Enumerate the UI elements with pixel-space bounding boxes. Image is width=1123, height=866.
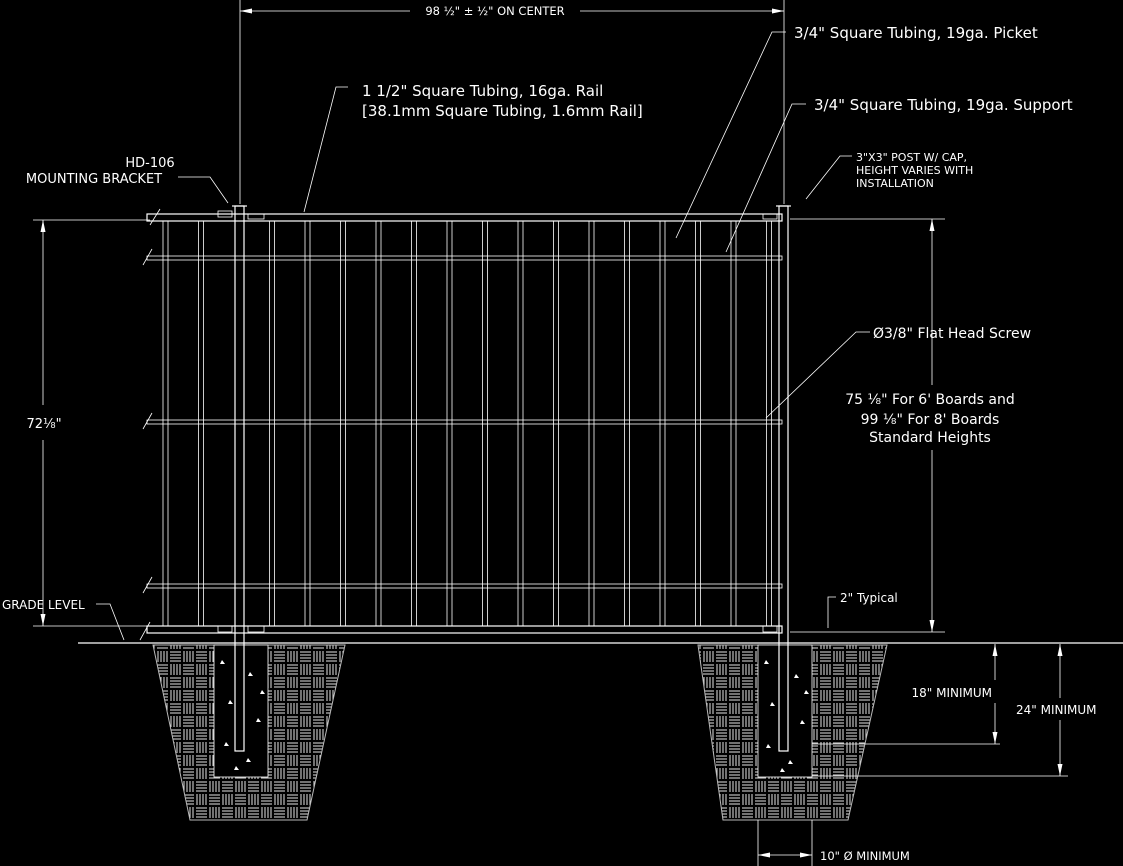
picket (517, 220, 524, 627)
aggregate-speck (804, 690, 809, 694)
picket (695, 220, 701, 627)
min18-label: 18" MINIMUM (911, 686, 992, 700)
picket (411, 220, 417, 627)
dim-on-center-text: 98 ½" ± ½" ON CENTER (425, 4, 564, 18)
height-dim-text: 72⅛" (26, 417, 61, 432)
fence-panel (139, 208, 783, 641)
picket (304, 220, 311, 627)
height-note-line2: 99 ⅛" For 8' Boards (861, 412, 1000, 428)
leader-lines (96, 31, 870, 641)
rail-label-line2: [38.1mm Square Tubing, 1.6mm Rail] (362, 102, 643, 120)
support-rails (142, 248, 783, 594)
footing-right-outline (697, 644, 888, 821)
support-label: 3/4" Square Tubing, 19ga. Support (814, 96, 1073, 114)
picket (446, 220, 453, 627)
support-rail (146, 419, 783, 425)
aggregate-speck (764, 660, 769, 664)
min24-label: 24" MINIMUM (1016, 703, 1097, 717)
aggregate-speck (770, 702, 775, 706)
bottom-rail (146, 625, 783, 634)
bracket-bottom-mid (247, 625, 265, 633)
dimension-height: 72⅛" (26, 219, 150, 627)
aggregate-speck (788, 760, 793, 764)
picket (659, 220, 666, 627)
post-label-line3: INSTALLATION (856, 177, 934, 190)
rail-label-line1: 1 1/2" Square Tubing, 16ga. Rail (362, 82, 603, 100)
height-note-line1: 75 ⅛" For 6' Boards and (845, 392, 1014, 408)
picket (375, 220, 382, 627)
aggregate-speck (260, 690, 265, 694)
footing-left-concrete (213, 644, 269, 778)
picket (162, 220, 169, 627)
dimension-standard-heights (790, 218, 945, 633)
break-mark-top (149, 208, 161, 226)
aggregate-speck (780, 768, 785, 772)
aggregate-speck (800, 720, 805, 724)
height-note-line3: Standard Heights (869, 430, 991, 446)
aggregate-speck (246, 758, 251, 762)
picket (588, 220, 595, 627)
aggregate-speck (766, 744, 771, 748)
picket-label: 3/4" Square Tubing, 19ga. Picket (794, 24, 1038, 42)
post-label-line2: HEIGHT VARIES WITH (856, 164, 973, 177)
bracket-bottom-right (762, 625, 778, 633)
aggregate-speck (228, 700, 233, 704)
bracket-label-line2: MOUNTING BRACKET (26, 172, 162, 187)
screw-label: Ø3/8" Flat Head Screw (873, 326, 1031, 342)
bracket-label-line1: HD-106 (125, 156, 174, 171)
top-rail (146, 213, 783, 222)
bracket-top-left (217, 210, 233, 218)
concrete-aggregate (220, 660, 809, 772)
grade-level-label: GRADE LEVEL (2, 598, 85, 612)
footing-right-concrete (757, 644, 813, 778)
picket (482, 220, 488, 627)
bracket-top-right (762, 213, 778, 220)
aggregate-speck (224, 742, 229, 746)
picket (730, 220, 737, 627)
break-mark (142, 248, 153, 266)
aggregate-speck (248, 672, 253, 676)
bracket-bottom-left (217, 625, 233, 633)
break-mark (142, 412, 153, 430)
picket (340, 220, 346, 627)
pickets (162, 220, 772, 627)
dimension-on-center: 98 ½" ± ½" ON CENTER (239, 0, 785, 204)
picket (198, 220, 204, 627)
support-rail (146, 255, 783, 261)
picket (766, 220, 772, 627)
picket (624, 220, 630, 627)
bracket-top-mid (247, 213, 265, 220)
footing-left-outline (152, 644, 346, 821)
hole-dia-label: 10" Ø MINIMUM (820, 849, 910, 863)
aggregate-speck (234, 766, 239, 770)
aggregate-speck (794, 674, 799, 678)
break-mark-bottom (139, 621, 151, 641)
typical-label: 2" Typical (840, 591, 898, 605)
dimension-depths (757, 644, 1068, 866)
break-mark (142, 576, 153, 594)
post-label-line1: 3"X3" POST W/ CAP, (856, 151, 967, 164)
aggregate-speck (220, 660, 225, 664)
picket (553, 220, 559, 627)
support-rail (146, 583, 783, 589)
aggregate-speck (256, 718, 261, 722)
picket (269, 220, 275, 627)
